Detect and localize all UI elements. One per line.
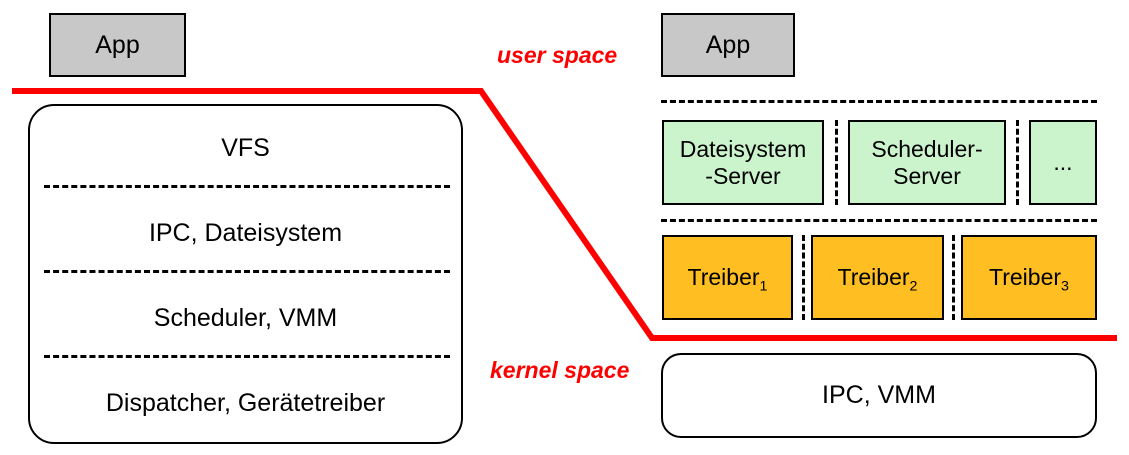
driver-box-3: Treiber3 bbox=[961, 235, 1097, 320]
driver-label: Treiber bbox=[837, 264, 910, 291]
driver-label: Treiber bbox=[687, 264, 760, 291]
driver-divider-2 bbox=[952, 235, 955, 320]
user-space-label: user space bbox=[497, 42, 618, 68]
kernel-separator-2 bbox=[44, 270, 450, 273]
microkernel-label: IPC, VMM bbox=[822, 381, 936, 410]
kernel-separator-3 bbox=[44, 355, 450, 358]
server-box-more: ... bbox=[1029, 120, 1097, 205]
server-label-line1: Dateisystem bbox=[679, 136, 807, 163]
driver-index: 3 bbox=[1061, 278, 1069, 295]
kernel-layer-dispatcher-geraetetreiber: Dispatcher, Gerätetreiber bbox=[30, 361, 461, 446]
server-label-line1: Scheduler- bbox=[871, 136, 983, 163]
driver-label: Treiber bbox=[989, 264, 1062, 291]
right-app-box: App bbox=[661, 13, 795, 77]
kernel-layer-label: IPC, Dateisystem bbox=[148, 219, 343, 248]
server-row-top-separator bbox=[661, 100, 1097, 103]
kernel-layer-ipc-dateisystem: IPC, Dateisystem bbox=[30, 191, 461, 276]
server-divider-1 bbox=[835, 120, 838, 205]
driver-index: 2 bbox=[909, 278, 918, 295]
right-app-label: App bbox=[705, 30, 751, 59]
server-divider-2 bbox=[1016, 120, 1019, 205]
server-label-line2: -Server bbox=[705, 162, 781, 189]
kernel-layer-label: Dispatcher, Gerätetreiber bbox=[105, 389, 386, 418]
kernel-layer-label: Scheduler, VMM bbox=[153, 304, 338, 333]
microkernel-box: IPC, VMM bbox=[661, 353, 1097, 438]
kernel-space-label: kernel space bbox=[490, 357, 630, 383]
server-label-line1: ... bbox=[1053, 149, 1073, 176]
server-box-dateisystem: Dateisystem -Server bbox=[662, 120, 824, 205]
driver-box-1: Treiber1 bbox=[662, 235, 793, 320]
kernel-layer-label: VFS bbox=[221, 134, 270, 163]
driver-box-2: Treiber2 bbox=[811, 235, 944, 320]
kernel-layer-vfs: VFS bbox=[30, 106, 461, 191]
left-app-box: App bbox=[49, 13, 186, 77]
server-box-scheduler: Scheduler- Server bbox=[848, 120, 1006, 205]
server-label-line2: Server bbox=[893, 162, 961, 189]
driver-index: 1 bbox=[759, 278, 768, 295]
left-app-label: App bbox=[95, 30, 140, 59]
kernel-layer-scheduler-vmm: Scheduler, VMM bbox=[30, 276, 461, 361]
kernel-separator-1 bbox=[44, 185, 450, 188]
driver-row-top-separator bbox=[661, 219, 1097, 222]
monolithic-kernel-box: VFS IPC, Dateisystem Scheduler, VMM Disp… bbox=[28, 104, 463, 444]
driver-divider-1 bbox=[802, 235, 805, 320]
